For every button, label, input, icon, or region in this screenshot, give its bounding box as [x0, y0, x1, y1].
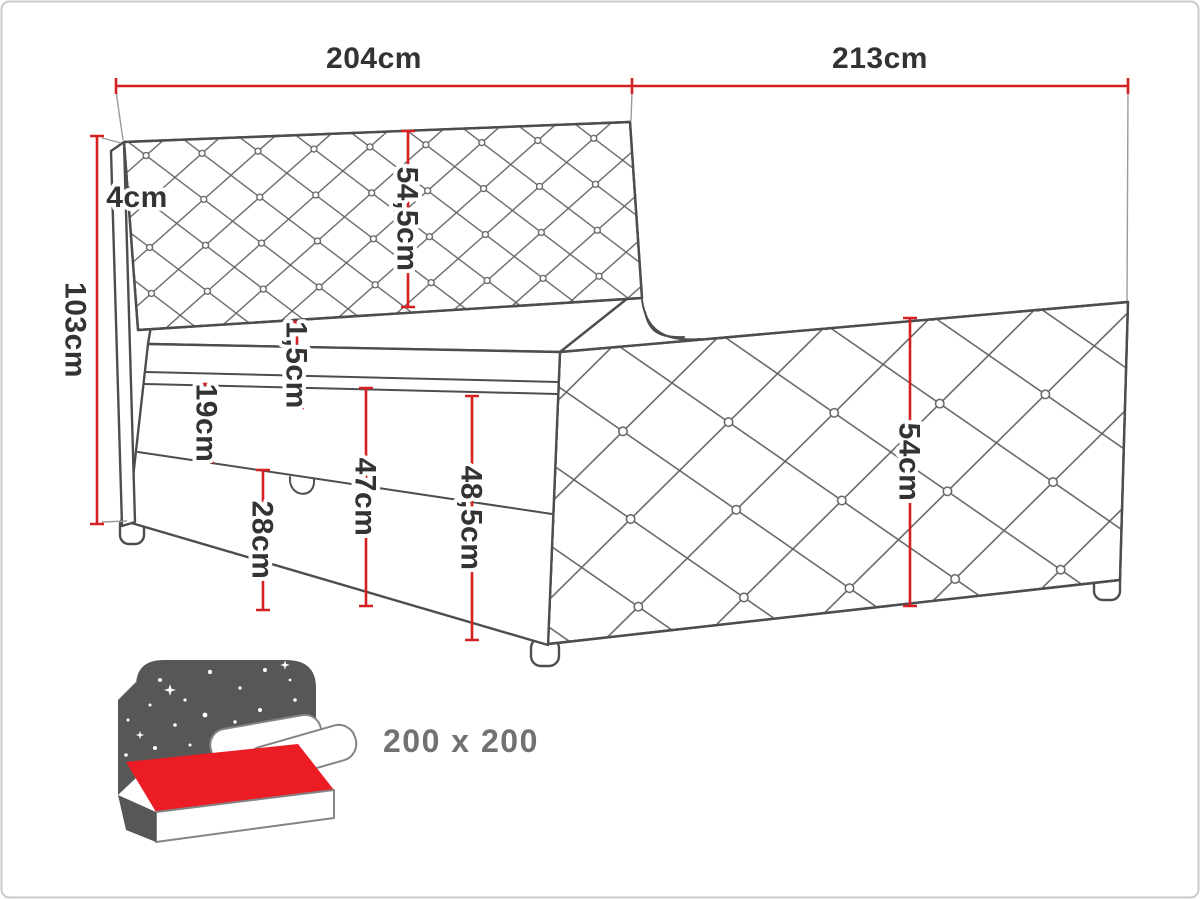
dim-line-mattress-lip	[290, 320, 304, 410]
dim-label-headboard-height: 54,5cm	[391, 167, 424, 272]
dim-line-total-height	[90, 134, 104, 526]
dim-label-base-total-height: 48,5cm	[455, 466, 488, 571]
headboard-side-edge	[109, 140, 137, 528]
dim-line-headboard-height	[401, 129, 415, 309]
dim-label-total-height: 103cm	[59, 282, 92, 378]
dim-line-drawer-height	[256, 468, 270, 612]
mattress-bottom-line	[145, 371, 559, 383]
dim-label-drawer-height: 28cm	[246, 501, 279, 580]
dim-label-bed-length: 213cm	[832, 42, 928, 75]
dim-line-bed-length	[632, 78, 1130, 94]
mattress-lip-line	[144, 383, 558, 395]
icon-storage-red	[126, 744, 334, 812]
dim-label-headboard-width: 204cm	[326, 42, 422, 75]
dim-line-base-height	[359, 386, 373, 608]
dim-label-mattress-lip: 1,5cm	[280, 321, 313, 409]
dim-label-base-height: 47cm	[349, 458, 382, 537]
icon-base-side	[118, 795, 156, 842]
rail-cap-curve-outer	[641, 299, 701, 341]
dim-line-base-total-height	[465, 394, 479, 642]
icon-headboard-side	[118, 682, 136, 795]
dim-line-side-panel-height	[903, 316, 917, 608]
dim-label-headboard-edge: 4cm	[106, 181, 168, 214]
dim-line-top-box-height	[200, 382, 214, 464]
rail-cap-curve-inner	[644, 311, 685, 339]
dim-label-top-box-height: 19cm	[190, 384, 223, 463]
dim-label-side-panel-height: 54cm	[893, 423, 926, 502]
base-front	[126, 342, 562, 647]
storage-bed-icon	[118, 660, 358, 843]
size-badge-label: 200 x 200	[383, 723, 539, 759]
bed-drawing	[109, 120, 1130, 668]
extension-lines	[101, 90, 1129, 523]
drawer-handle-loop	[288, 476, 316, 495]
dimension-lines: 204cm 213cm 4cm 103cm 54,5cm 19cm 1,5cm …	[59, 42, 1130, 642]
headboard-panel	[122, 120, 644, 332]
